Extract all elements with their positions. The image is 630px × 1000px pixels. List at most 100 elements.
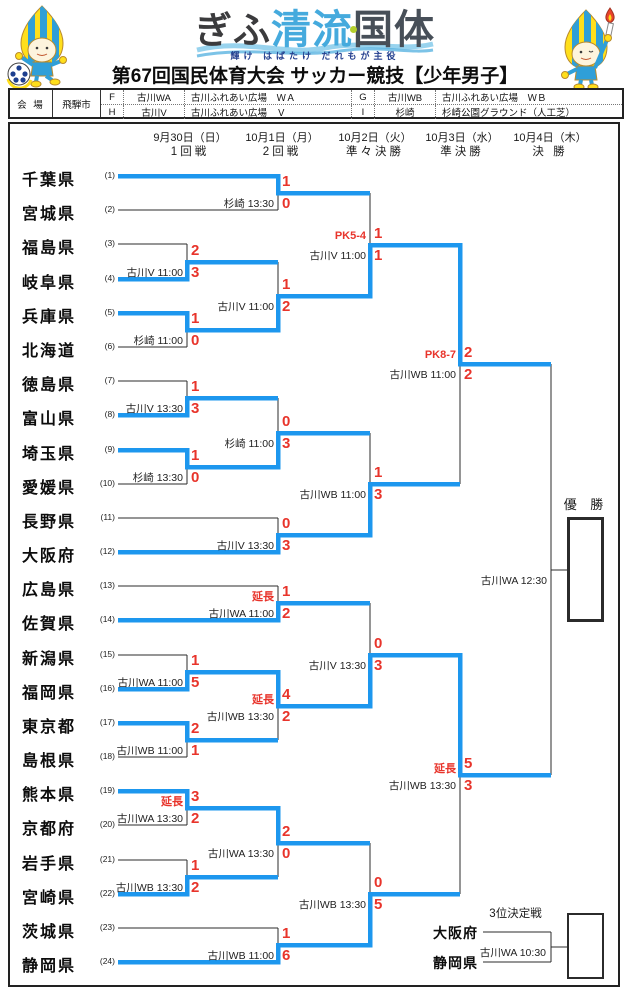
team-seed: (13) [99, 580, 115, 590]
team-label: 福岡県 [22, 685, 77, 702]
team-seed: (15) [99, 649, 115, 659]
team-seed: (21) [99, 854, 115, 864]
team-seed: (24) [99, 956, 115, 966]
team-label: 京都府 [22, 821, 77, 838]
round-date: 9月30日（日） [153, 132, 227, 144]
third-place-team-top: 大阪府 [433, 925, 478, 941]
team-label: 埼玉県 [22, 446, 77, 463]
score: 2 [191, 879, 200, 896]
team-label: 佐賀県 [22, 616, 77, 633]
round-date: 10月3日（水） [425, 132, 499, 144]
match-note: 延長 [252, 591, 274, 603]
round-name: 準決勝 [440, 146, 484, 158]
venue-name: 古川ふれあい広場 ＷＢ [442, 93, 547, 104]
team-label: 千葉県 [22, 172, 77, 189]
score: 0 [191, 332, 200, 349]
round-name: 2回戦 [262, 146, 302, 158]
team-seed: (12) [99, 546, 115, 556]
logo-dot [350, 26, 357, 33]
team-seed: (16) [99, 683, 115, 693]
team-label: 北海道 [22, 343, 77, 360]
team-seed: (4) [104, 273, 115, 283]
score: 3 [464, 777, 473, 794]
team-label: 静岡県 [22, 958, 77, 975]
team-seed: (8) [104, 409, 115, 419]
score: 1 [374, 464, 383, 481]
venue-table: 会 場 飛騨市 F 古川WA 古川ふれあい広場 ＷＡ G 古川WB 古川ふれあい… [8, 88, 624, 119]
score: 3 [374, 486, 383, 503]
team-seed: (3) [104, 238, 115, 248]
team-seed: (18) [99, 751, 115, 761]
third-place-box [567, 913, 604, 979]
team-seed: (23) [99, 922, 115, 932]
venue-letter: G [352, 90, 375, 104]
round-date: 10月1日（月） [245, 132, 319, 144]
match-note: PK5-4 [334, 230, 366, 242]
score: 1 [282, 583, 291, 600]
team-label: 長野県 [22, 514, 77, 531]
champion-label: 優 勝 [563, 497, 609, 512]
score: 3 [282, 537, 291, 554]
champion-box [567, 517, 604, 622]
team-seed: (14) [99, 614, 115, 624]
match-venue: 古川WA 13:30 [207, 848, 274, 860]
team-label: 東京都 [22, 719, 77, 736]
team-seed: (17) [99, 717, 115, 727]
match-venue: 古川WB 11:00 [207, 950, 274, 962]
match-venue: 古川WA 13:30 [116, 813, 183, 825]
score: 2 [191, 810, 200, 827]
match-venue: 古川WB 11:00 [116, 745, 183, 757]
score: 1 [282, 276, 291, 293]
score: 5 [374, 896, 383, 913]
score: 2 [282, 298, 291, 315]
venue-name: 古川ふれあい広場 Ｖ [185, 105, 352, 119]
venue-code: 古川WB [375, 90, 436, 104]
score: 2 [464, 344, 473, 361]
team-seed: (7) [104, 375, 115, 385]
score: 4 [282, 686, 291, 703]
team-label: 徳島県 [22, 377, 77, 394]
score: 1 [191, 447, 200, 464]
score: 1 [191, 652, 200, 669]
match-venue: 古川V 11:00 [309, 250, 366, 262]
round-name: 1回戦 [170, 146, 210, 158]
round-date: 10月2日（火） [338, 132, 412, 144]
third-place-label: 3位決定戦 [489, 908, 542, 920]
team-seed: (11) [100, 512, 116, 522]
score: 2 [464, 366, 473, 383]
team-label: 富山県 [22, 411, 77, 428]
team-seed: (2) [104, 204, 115, 214]
score: 1 [282, 925, 291, 942]
match-venue: 古川WA 11:00 [117, 677, 183, 689]
team-seed: (1) [104, 170, 115, 180]
match-note: 延長 [434, 763, 456, 775]
match-venue: 杉崎 11:00 [224, 438, 274, 450]
third-place-venue: 古川WA 10:30 [479, 947, 546, 959]
round-date: 10月4日（木） [513, 132, 587, 144]
match-venue: 古川WB 11:00 [389, 369, 456, 381]
team-seed: (6) [104, 341, 115, 351]
match-venue: 古川V 13:30 [308, 660, 366, 672]
event-logo: ぎふ清流国体 [0, 10, 630, 59]
team-seed: (19) [99, 785, 115, 795]
score: 1 [374, 247, 383, 264]
round-name: 決 勝 [532, 146, 568, 158]
score: 2 [191, 242, 200, 259]
match-venue: 古川WB 11:00 [299, 489, 366, 501]
match-venue: 杉崎 11:00 [133, 335, 183, 347]
match-note: PK8-7 [424, 349, 456, 361]
match-venue: 古川WA 11:00 [208, 608, 274, 620]
match-note: 延長 [161, 796, 183, 808]
team-label: 宮城県 [22, 206, 77, 223]
team-label: 新潟県 [22, 651, 77, 668]
team-label: 福島県 [22, 240, 77, 257]
team-seed: (22) [99, 888, 115, 898]
match-note: 延長 [252, 694, 274, 706]
team-label: 岩手県 [22, 856, 77, 873]
score: 0 [282, 515, 291, 532]
third-place-team-bottom: 静岡県 [433, 955, 478, 971]
bracket-frame [8, 122, 620, 987]
score: 1 [282, 173, 291, 190]
score: 0 [282, 413, 291, 430]
team-seed: (5) [104, 307, 115, 317]
